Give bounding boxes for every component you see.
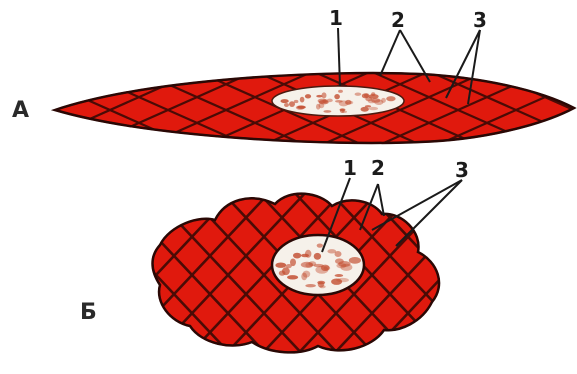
chromatin-granule: [305, 94, 311, 98]
panel-label-b: Б: [80, 300, 97, 325]
smooth-muscle-cell-a: [20, 28, 577, 150]
chromatin-granule: [319, 285, 325, 288]
callout-2-b: 2: [371, 156, 385, 180]
callout-3-b: 3: [455, 158, 469, 182]
chromatin-granule: [290, 259, 296, 267]
chromatin-granule: [281, 99, 289, 103]
chromatin-granule: [369, 107, 379, 110]
chromatin-granule: [287, 275, 298, 279]
chromatin-granule: [301, 254, 309, 257]
chromatin-granule: [282, 267, 290, 275]
callout-3-a: 3: [473, 8, 487, 32]
chromatin-granule: [303, 271, 311, 278]
myofibril-band: [436, 190, 577, 360]
smooth-muscle-cell-b: [40, 178, 577, 360]
myofibril-band: [472, 190, 577, 360]
myofibril-band: [508, 190, 577, 360]
chromatin-granule: [300, 97, 305, 103]
callout-1-b: 1: [343, 156, 357, 180]
chromatin-granule: [381, 98, 386, 103]
chromatin-granule: [314, 264, 324, 267]
chromatin-granule: [355, 93, 362, 96]
nucleus-b: [272, 235, 364, 295]
chromatin-granule: [314, 253, 321, 260]
chromatin-granule: [340, 264, 352, 271]
chromatin-granule: [317, 244, 323, 248]
chromatin-granule: [319, 100, 329, 104]
chromatin-granule: [296, 106, 305, 110]
chromatin-granule: [293, 253, 301, 259]
callout-2-a: 2: [391, 8, 405, 32]
chromatin-granule: [335, 100, 343, 103]
chromatin-granule: [335, 274, 344, 277]
chromatin-granule: [322, 92, 327, 98]
chromatin-granule: [331, 279, 342, 285]
chromatin-granule: [386, 96, 395, 101]
chromatin-granule: [323, 110, 331, 113]
panel-label-a: А: [12, 98, 29, 123]
chromatin-granule: [361, 107, 369, 112]
chromatin-granule: [327, 249, 336, 253]
chromatin-granule: [349, 257, 361, 264]
chromatin-granule: [316, 95, 322, 98]
chromatin-granule: [362, 93, 369, 98]
chromatin-granule: [275, 263, 286, 268]
myofibril-band: [436, 190, 577, 360]
chromatin-granule: [317, 281, 325, 285]
chromatin-granule: [284, 103, 289, 107]
chromatin-granule: [324, 266, 331, 271]
chromatin-granule: [371, 92, 375, 96]
chromatin-granule: [348, 101, 353, 104]
chromatin-granule: [305, 263, 312, 268]
chromatin-granule: [342, 111, 347, 113]
chromatin-granule: [338, 90, 343, 93]
chromatin-granule: [289, 101, 295, 107]
chromatin-granule: [365, 105, 371, 107]
nucleus-a: [272, 86, 404, 116]
chromatin-granule: [305, 284, 316, 287]
myofibril-band: [508, 190, 577, 360]
myofibril-band: [472, 190, 577, 360]
chromatin-granule: [334, 94, 340, 99]
callout-1-a: 1: [329, 6, 343, 30]
